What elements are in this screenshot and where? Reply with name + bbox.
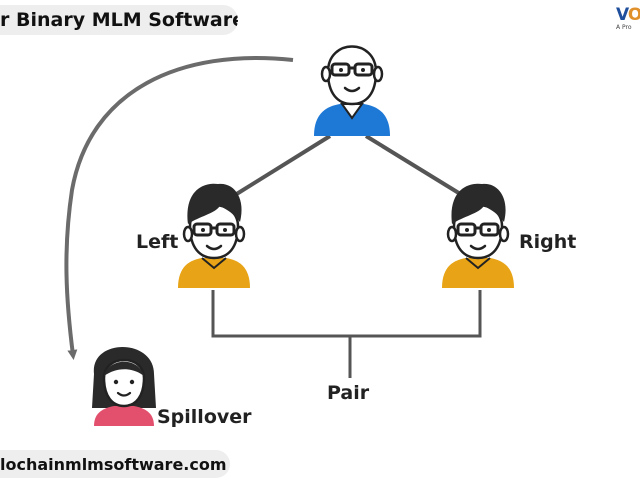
website-url-text: lochainmlmsoftware.com xyxy=(0,454,227,474)
brand-logo: VO A Pro xyxy=(616,6,640,36)
right-member-avatar xyxy=(442,183,514,288)
spillover-arrow xyxy=(64,56,294,360)
top-shirt xyxy=(314,104,390,136)
spillover-member-avatar xyxy=(92,347,156,426)
spillover-shirt xyxy=(94,406,154,426)
left-member-avatar xyxy=(178,183,250,288)
pair-bracket xyxy=(211,290,482,338)
website-url-banner[interactable]: lochainmlmsoftware.com xyxy=(0,450,230,478)
logo-text: VO xyxy=(616,5,640,25)
left-shirt xyxy=(178,258,250,288)
connector-top-left xyxy=(233,134,332,197)
left-label: Left xyxy=(136,231,179,253)
right-shirt xyxy=(442,258,514,288)
title-text: r Binary MLM Software xyxy=(0,9,238,31)
top-sponsor-avatar xyxy=(314,45,390,136)
pair-label: Pair xyxy=(327,382,370,404)
connector-top-right xyxy=(364,134,464,197)
right-label: Right xyxy=(519,231,577,253)
spillover-label: Spillover xyxy=(157,406,252,428)
logo-tagline: A Pro xyxy=(616,24,632,31)
title-banner: r Binary MLM Software xyxy=(0,5,238,35)
